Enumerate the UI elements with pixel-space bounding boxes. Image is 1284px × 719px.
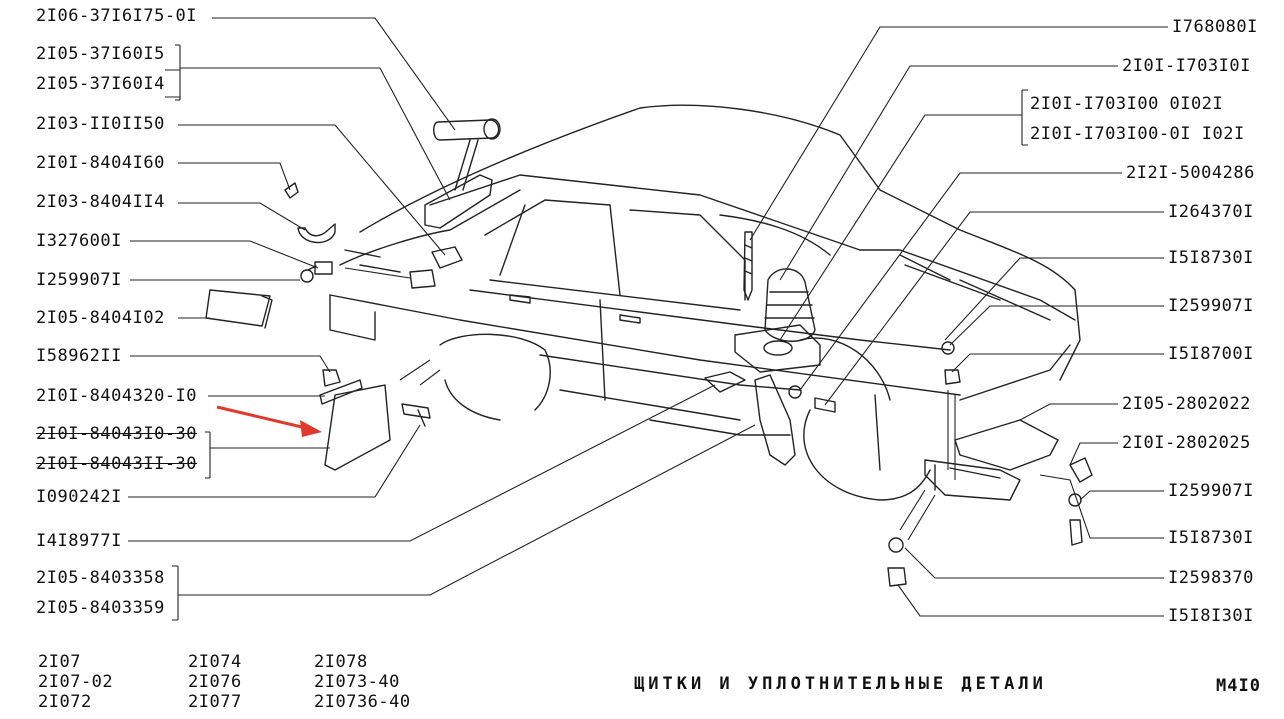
model-list: 2I074 2I076 2I077: [188, 652, 242, 712]
part-label: I327600I: [36, 231, 122, 251]
part-label: 2I0I-I703I00-0I I02I: [1030, 124, 1245, 144]
part-support: [754, 374, 796, 466]
part-label: 2I0I-2802025: [1122, 433, 1251, 453]
part-bracket-small: [409, 246, 463, 289]
model-code: 2I07-02: [38, 672, 114, 692]
part-label: I264370I: [1168, 202, 1254, 222]
part-label: I090242I: [36, 487, 122, 507]
part-cap: [205, 289, 273, 329]
part-plate: [319, 379, 363, 405]
part-label: 2I03-8404II4: [36, 192, 165, 212]
part-clamp: [297, 223, 336, 244]
part-nut-2: [322, 369, 341, 387]
model-code: 2I0736-40: [314, 692, 411, 712]
model-code: 2I073-40: [314, 672, 400, 692]
part-label: I5I8I30I: [1168, 606, 1254, 626]
part-label: I5I8730I: [1168, 528, 1254, 548]
part-mudflap: [324, 384, 391, 471]
part-label: 2I05-8403359: [36, 598, 165, 618]
part-boot: [764, 268, 816, 342]
model-code: 2I076: [188, 672, 242, 692]
part-bolt-r: [1069, 519, 1083, 546]
part-label: 2I03-II0II50: [36, 114, 165, 134]
part-shield: [924, 419, 1059, 501]
part-label: 2I05-37I60I5: [36, 44, 165, 64]
part-label: I259907I: [1168, 296, 1254, 316]
part-label-obsolete: 2I0I-84043II-30: [36, 454, 198, 474]
part-label: I58962II: [36, 346, 122, 366]
diagram-caption: ЩИТКИ И УПЛОТНИТЕЛЬНЫЕ ДЕТАЛИ: [634, 674, 1047, 694]
part-label: I259907I: [36, 270, 122, 290]
model-list: 2I078 2I073-40 2I0736-40: [314, 652, 411, 712]
leader-lines: [128, 17, 1168, 621]
part-handle: [424, 118, 501, 229]
part-bolt: [401, 403, 431, 427]
part-label: I5I8730I: [1168, 248, 1254, 268]
part-flange: [734, 324, 821, 373]
part-screw-right: [743, 231, 753, 301]
part-washers-right: [941, 341, 961, 385]
page-id: М4I0: [1216, 676, 1261, 696]
part-clip-right: [1069, 457, 1093, 483]
part-label: I768080I: [1172, 17, 1258, 37]
part-label: I4I8977I: [36, 531, 122, 551]
red-arrow: [216, 405, 322, 437]
model-list: 2I07 2I07-02 2I072: [38, 652, 113, 712]
part-clip-top: [284, 182, 299, 199]
part-label-obsolete: 2I0I-84043I0-30: [36, 424, 198, 444]
part-bracket-mid: [704, 371, 746, 393]
part-label: 2I05-2802022: [1122, 394, 1251, 414]
part-washer-bottom: [888, 537, 904, 553]
part-label: I5I8700I: [1168, 344, 1254, 364]
part-label: 2I0I-I703I0I: [1122, 56, 1251, 76]
model-code: 2I072: [38, 692, 92, 712]
part-nut: [300, 269, 314, 283]
car-body-outline: [329, 104, 1081, 501]
model-code: 2I077: [188, 692, 242, 712]
part-label: 2I05-8403358: [36, 568, 165, 588]
model-code: 2I07: [38, 652, 81, 672]
part-label: 2I0I-I703I00 0I02I: [1030, 94, 1224, 114]
part-label: 2I05-8404I02: [36, 308, 165, 328]
part-label: 2I2I-5004286: [1126, 163, 1255, 183]
part-label: 2I06-37I6I75-0I: [36, 6, 198, 26]
part-label: I259907I: [1168, 481, 1254, 501]
model-code: 2I074: [188, 652, 242, 672]
part-label: 2I0I-8404320-I0: [36, 386, 198, 406]
model-code: 2I078: [314, 652, 368, 672]
part-label: 2I05-37I60I4: [36, 74, 165, 94]
part-label: I2598370: [1168, 568, 1254, 588]
part-label: 2I0I-8404I60: [36, 153, 165, 173]
part-nut-bottom: [887, 567, 907, 587]
